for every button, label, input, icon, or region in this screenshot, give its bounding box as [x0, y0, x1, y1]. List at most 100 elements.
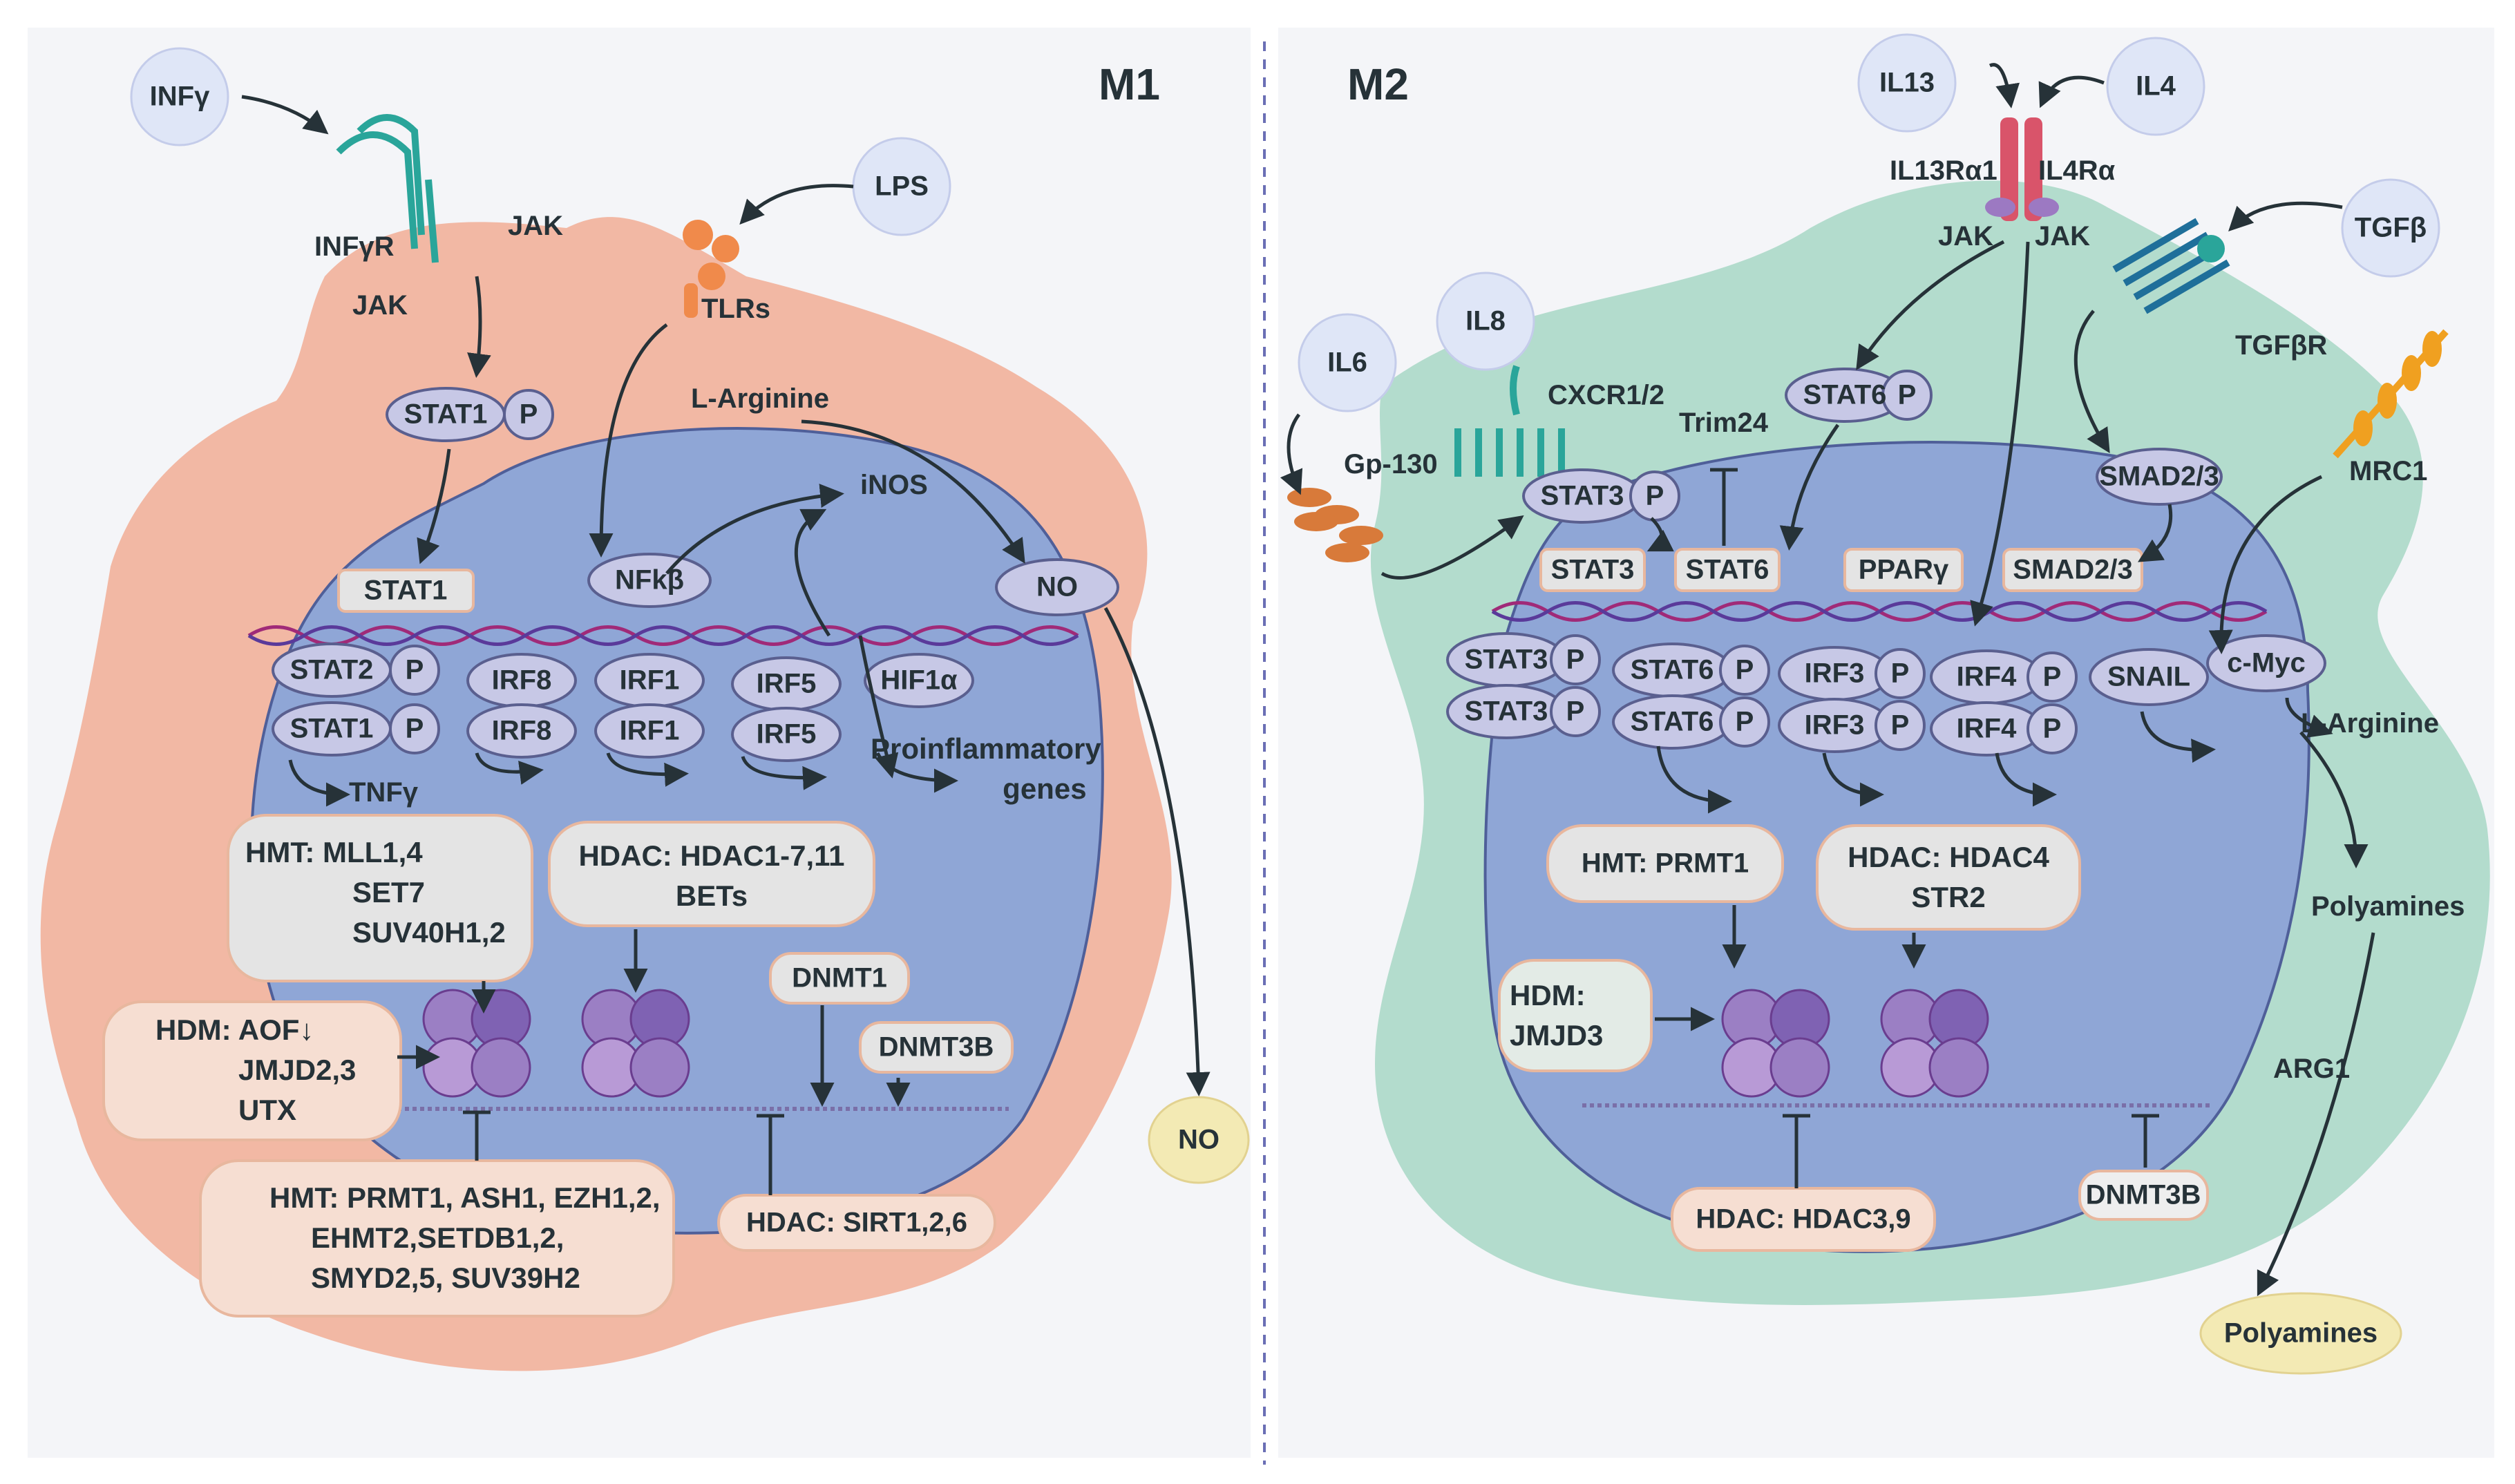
hdac-m2-bottom-label: HDAC: HDAC3,9 [1696, 1204, 1911, 1235]
hdac-m1-bottom-label: HDAC: SIRT1,2,6 [746, 1207, 968, 1238]
l-arginine-m1: L-Arginine [691, 383, 829, 414]
il4-ligand: IL4 [2136, 70, 2176, 102]
phospho-label: P [1897, 379, 1917, 410]
inos-label: iNOS [860, 470, 928, 500]
phospho-label: P [405, 654, 424, 685]
stat3-cyto-label: STAT3 [1540, 480, 1624, 511]
phospho-label: P [1735, 706, 1754, 737]
hmt-m1-bottom-box: HMT: PRMT1, ASH1, EZH1,2, EHMT2,SETDB1,2… [269, 1178, 661, 1298]
stat1-dimer-label: STAT1 [290, 713, 374, 744]
stat6-cyto-label: STAT6 [1803, 379, 1887, 410]
irf1-bottom-label: IRF1 [619, 715, 680, 746]
hdac-line: STR2 [1911, 881, 1986, 913]
proinflammatory-line: Proinflammatory [871, 732, 1101, 765]
phospho-label: P [1645, 480, 1664, 511]
stat6-dimer-top: STAT6 [1630, 654, 1714, 685]
stat6-nuclear-label: STAT6 [1685, 554, 1769, 585]
tgfb-ligand: TGFβ [2354, 212, 2427, 243]
m2-title: M2 [1347, 59, 1409, 109]
label-boxes [102, 548, 2209, 1317]
hdm-line: HDM: AOF↓ [155, 1014, 314, 1046]
no-outer-label: NO [1178, 1124, 1219, 1155]
irf3-dimer-top: IRF3 [1804, 658, 1865, 689]
hdac-m1-top-box: HDAC: HDAC1-7,11 BETs [549, 836, 874, 916]
hmt-m1-top-box: HMT: MLL1,4 SET7 SUV40H1,2 [245, 833, 506, 953]
irf4-dimer-top: IRF4 [1956, 661, 2017, 692]
tlr-receptor-icon [683, 220, 739, 318]
polyamines-outer: Polyamines [2223, 1317, 2378, 1349]
hdac-line: HDAC: HDAC4 [1848, 841, 2049, 873]
stat1-nuclear-label: STAT1 [363, 575, 448, 606]
no-inner-label: NO [1036, 571, 1078, 602]
trim24-label: Trim24 [1679, 408, 1768, 438]
stat3-nuclear-label: STAT3 [1550, 554, 1635, 585]
stat3-dimer-top: STAT3 [1464, 644, 1548, 675]
proinflammatory-label: Proinflammatory genes [871, 729, 1101, 809]
stat6-dimer-bottom: STAT6 [1630, 706, 1714, 737]
hmt-line: HMT: MLL1,4 [245, 836, 423, 868]
jak-label-m2b: JAK [2035, 221, 2091, 251]
m1-dna-helix [247, 625, 1079, 646]
hmt-m2-label: HMT: PRMT1 [1581, 848, 1749, 879]
phospho-label: P [1890, 710, 1910, 741]
jak-label-m1b: JAK [352, 290, 408, 321]
genes-line: genes [1003, 772, 1087, 805]
hdm-line: JMJD2,3 [238, 1054, 357, 1086]
irf5-bottom-label: IRF5 [756, 719, 817, 750]
irf3-dimer-bottom: IRF3 [1804, 710, 1865, 741]
stat3-dimer-bottom: STAT3 [1464, 696, 1548, 727]
il6-ligand: IL6 [1327, 347, 1367, 378]
dnmt3b-m1-label: DNMT3B [878, 1031, 994, 1063]
il4ra-label: IL4Rα [2038, 155, 2116, 186]
il4r-receptor-icon [1985, 117, 2059, 221]
lps-ligand: LPS [875, 171, 929, 202]
mrc1-label: MRC1 [2349, 456, 2428, 486]
dnmt1-label: DNMT1 [792, 962, 887, 993]
cxcr-label: CXCR1/2 [1548, 380, 1664, 410]
stat1-cyto-label: STAT1 [404, 399, 488, 430]
phospho-label: P [1890, 658, 1910, 689]
smad-cyto-label: SMAD2/3 [2099, 461, 2219, 492]
jak-label-m2a: JAK [1938, 221, 1994, 251]
nfkb-label: NFkβ [615, 564, 684, 596]
mrc1-receptor-icon [2333, 329, 2449, 459]
inhibition-arrows [463, 468, 2159, 1195]
hmt-line: HMT: PRMT1, ASH1, EZH1,2, [269, 1181, 661, 1214]
nucleosome-icon [1880, 989, 1989, 1098]
phospho-label: P [1566, 644, 1585, 675]
pathway-arrows [241, 63, 2375, 1297]
tgfbr-receptor-icon [2112, 218, 2230, 314]
hdac-line: HDAC: HDAC1-7,11 [578, 839, 845, 872]
irf8-top-label: IRF8 [491, 665, 552, 696]
phospho-label: P [1566, 696, 1585, 727]
hdm-line: UTX [238, 1094, 296, 1126]
phospho-label: P [405, 713, 424, 744]
nucleosome-icon [422, 989, 531, 1098]
hdm-m1-box: HDM: AOF↓ JMJD2,3 UTX [155, 1010, 356, 1130]
dnmt3b-m2-label: DNMT3B [2085, 1179, 2201, 1210]
hmt-line: SUV40H1,2 [352, 916, 506, 949]
phospho-label: P [1735, 654, 1754, 685]
hdm-line: HDM: [1510, 979, 1586, 1011]
irf8-bottom-label: IRF8 [491, 715, 552, 746]
hdm-m2-box: HDM: JMJD3 [1510, 976, 1603, 1056]
hmt-line: SMYD2,5, SUV39H2 [311, 1262, 580, 1294]
gp130-label: Gp-130 [1344, 449, 1438, 479]
cxcr-receptor-icon [1454, 365, 1565, 477]
ifng-ligand: INFγ [149, 81, 210, 112]
arg1-label: ARG1 [2273, 1054, 2351, 1084]
gp130-receptor-icon [1287, 488, 1383, 562]
il13ra1-label: IL13Rα1 [1890, 155, 1997, 186]
l-arginine-m2: L-Arginine [2301, 708, 2439, 739]
hdac-m2-top-box: HDAC: HDAC4 STR2 [1817, 837, 2080, 917]
no-circles [1148, 1096, 2402, 1375]
hmt-line: EHMT2,SETDB1,2, [311, 1221, 564, 1254]
phospho-label: P [2042, 661, 2062, 692]
m2-pills [1446, 368, 2326, 757]
tgfbr-label: TGFβR [2235, 330, 2328, 361]
ifngr-receptor-icon [336, 114, 439, 263]
ligand-circles [130, 33, 2440, 412]
irf5-top-label: IRF5 [756, 668, 817, 699]
